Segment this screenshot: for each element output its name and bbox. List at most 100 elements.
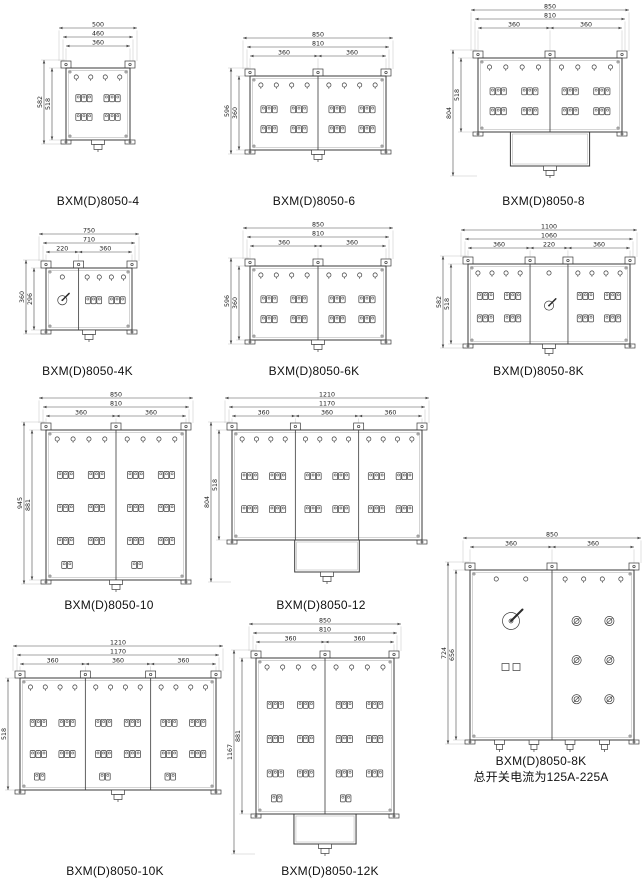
svg-text:360: 360 bbox=[493, 241, 505, 248]
model-label: BXM(D)8050-8 bbox=[502, 194, 585, 208]
svg-text:804: 804 bbox=[204, 496, 211, 508]
rating-note: 总开关电流为125A-225A bbox=[473, 770, 609, 784]
svg-text:360: 360 bbox=[353, 635, 365, 642]
svg-text:810: 810 bbox=[110, 400, 122, 407]
svg-text:360: 360 bbox=[112, 657, 124, 664]
svg-text:881: 881 bbox=[25, 499, 32, 511]
svg-text:360: 360 bbox=[75, 409, 87, 416]
svg-text:500: 500 bbox=[92, 21, 104, 28]
model-label: BXM(D)8050-12 bbox=[276, 598, 366, 612]
svg-text:360: 360 bbox=[278, 49, 290, 56]
svg-text:1170: 1170 bbox=[319, 400, 335, 407]
svg-text:1100: 1100 bbox=[541, 223, 557, 230]
svg-text:360: 360 bbox=[505, 540, 517, 547]
model-label: BXM(D)8050-4K bbox=[42, 364, 133, 378]
svg-text:220: 220 bbox=[56, 245, 68, 252]
svg-text:360: 360 bbox=[47, 657, 59, 664]
svg-text:220: 220 bbox=[543, 241, 555, 248]
model-label: BXM(D)8050-8K bbox=[493, 364, 584, 378]
model-label: BXM(D)8050-6 bbox=[272, 194, 356, 208]
dimension-diagram: 1210 1170 360 360 360 518 bbox=[1, 639, 224, 802]
svg-text:596: 596 bbox=[224, 105, 231, 117]
svg-text:360: 360 bbox=[145, 409, 157, 416]
model-label: BXM(D)8050-8K bbox=[495, 754, 587, 768]
svg-text:582: 582 bbox=[436, 296, 443, 308]
svg-text:1210: 1210 bbox=[319, 391, 335, 398]
model-label: BXM(D)8050-4 bbox=[56, 194, 140, 208]
svg-text:1170: 1170 bbox=[110, 648, 126, 655]
svg-text:360: 360 bbox=[232, 297, 239, 309]
svg-text:1210: 1210 bbox=[110, 639, 126, 646]
svg-text:518: 518 bbox=[45, 98, 52, 110]
svg-text:360: 360 bbox=[346, 239, 358, 246]
svg-text:360: 360 bbox=[258, 409, 270, 416]
svg-text:360: 360 bbox=[177, 657, 189, 664]
svg-text:810: 810 bbox=[312, 40, 324, 47]
svg-text:360: 360 bbox=[587, 540, 599, 547]
svg-text:360: 360 bbox=[99, 245, 111, 252]
svg-text:360: 360 bbox=[278, 239, 290, 246]
svg-text:296: 296 bbox=[27, 293, 34, 305]
svg-text:810: 810 bbox=[544, 12, 556, 19]
svg-text:360: 360 bbox=[321, 409, 333, 416]
svg-text:596: 596 bbox=[224, 295, 231, 307]
svg-text:1167: 1167 bbox=[227, 744, 234, 760]
svg-text:518: 518 bbox=[1, 728, 8, 740]
svg-text:850: 850 bbox=[312, 221, 324, 228]
svg-text:656: 656 bbox=[449, 649, 456, 661]
svg-text:1060: 1060 bbox=[541, 232, 557, 239]
svg-text:360: 360 bbox=[92, 39, 104, 46]
svg-text:360: 360 bbox=[508, 21, 520, 28]
svg-text:360: 360 bbox=[19, 291, 26, 303]
svg-text:360: 360 bbox=[284, 635, 296, 642]
svg-text:518: 518 bbox=[454, 89, 461, 101]
svg-text:724: 724 bbox=[441, 647, 448, 659]
svg-text:850: 850 bbox=[319, 617, 331, 624]
svg-text:518: 518 bbox=[212, 479, 219, 491]
model-label: BXM(D)8050-10 bbox=[64, 598, 154, 612]
svg-text:850: 850 bbox=[546, 531, 558, 538]
svg-text:710: 710 bbox=[83, 236, 95, 243]
svg-text:881: 881 bbox=[235, 730, 242, 742]
svg-text:360: 360 bbox=[593, 241, 605, 248]
svg-text:518: 518 bbox=[444, 298, 451, 310]
svg-text:360: 360 bbox=[580, 21, 592, 28]
svg-text:850: 850 bbox=[544, 3, 556, 10]
svg-text:810: 810 bbox=[319, 626, 331, 633]
svg-text:810: 810 bbox=[312, 230, 324, 237]
model-label: BXM(D)8050-12K bbox=[281, 864, 379, 878]
model-label: BXM(D)8050-6K bbox=[268, 364, 360, 378]
svg-text:360: 360 bbox=[384, 409, 396, 416]
svg-text:750: 750 bbox=[83, 227, 95, 234]
model-label: BXM(D)8050-10K bbox=[66, 864, 164, 878]
svg-text:804: 804 bbox=[446, 107, 453, 119]
svg-text:460: 460 bbox=[92, 30, 104, 37]
svg-text:360: 360 bbox=[346, 49, 358, 56]
svg-text:945: 945 bbox=[17, 497, 24, 509]
svg-text:360: 360 bbox=[232, 107, 239, 119]
svg-text:850: 850 bbox=[312, 31, 324, 38]
svg-text:582: 582 bbox=[37, 96, 44, 108]
drawing-bxm-d-8050-10k: 1210 1170 360 360 360 518 BXM(D)8050-10K bbox=[1, 639, 228, 880]
